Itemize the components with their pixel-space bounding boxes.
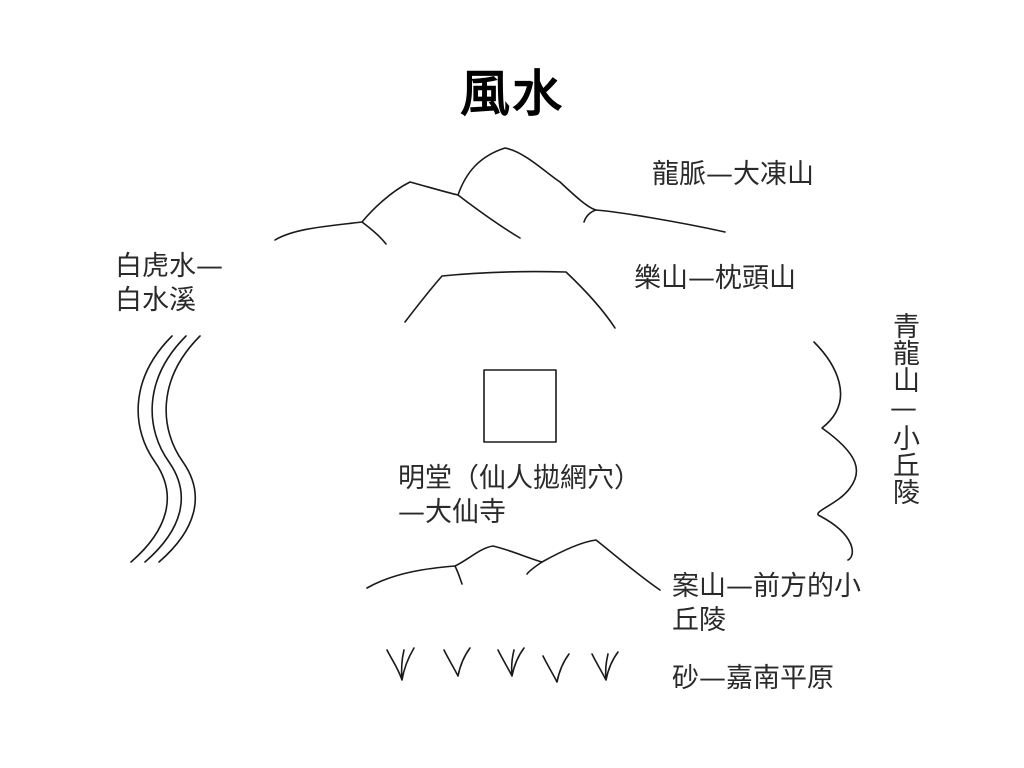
sprout-3 xyxy=(497,647,525,677)
ming-tang-square xyxy=(483,369,557,443)
sprout-1 xyxy=(386,647,415,681)
an-mountain-label-line-1: 案山—前方的小 xyxy=(672,571,861,602)
dragon-vein-inner-slope-1 xyxy=(361,221,387,245)
ming-tang-label-line-2: —大仙寺 xyxy=(398,497,506,528)
azure-dragon-label: 青龍山—小丘陵 xyxy=(888,312,919,505)
sprout-4 xyxy=(542,653,570,683)
an-mountain xyxy=(366,539,661,591)
an-mountain-inner-slope-1 xyxy=(454,565,463,585)
dragon-vein-label: 龍脈—大凍山 xyxy=(652,159,814,190)
ming-tang-label-line-1: 明堂（仙人拋網穴） xyxy=(398,463,641,494)
sprout-2 xyxy=(443,647,471,677)
slide-title: 風水 xyxy=(460,64,564,123)
azure-dragon-hills xyxy=(813,341,858,561)
sand-label: 砂—嘉南平原 xyxy=(672,663,834,694)
white-tiger-label-line-1: 白虎水— xyxy=(115,251,223,282)
dragon-vein-mountains xyxy=(274,147,726,245)
stream-line-1 xyxy=(130,335,173,563)
stream-line-3 xyxy=(158,335,201,563)
le-mountain-label: 樂山—枕頭山 xyxy=(634,263,796,294)
an-mountain-label-line-2: 丘陵 xyxy=(672,605,726,636)
white-tiger-stream xyxy=(130,335,201,563)
sprout-5 xyxy=(591,651,619,681)
dragon-vein-inner-slope-2 xyxy=(457,194,521,239)
le-mountain-outline xyxy=(404,270,616,329)
dragon-vein-inner-slope-3 xyxy=(583,209,597,223)
white-tiger-label-line-2: 白水溪 xyxy=(115,285,196,316)
sand-sprouts xyxy=(386,647,619,683)
stream-line-2 xyxy=(144,335,187,563)
an-mountain-inner-slope-2 xyxy=(526,561,543,575)
an-mountain-ridge-line xyxy=(366,539,661,591)
